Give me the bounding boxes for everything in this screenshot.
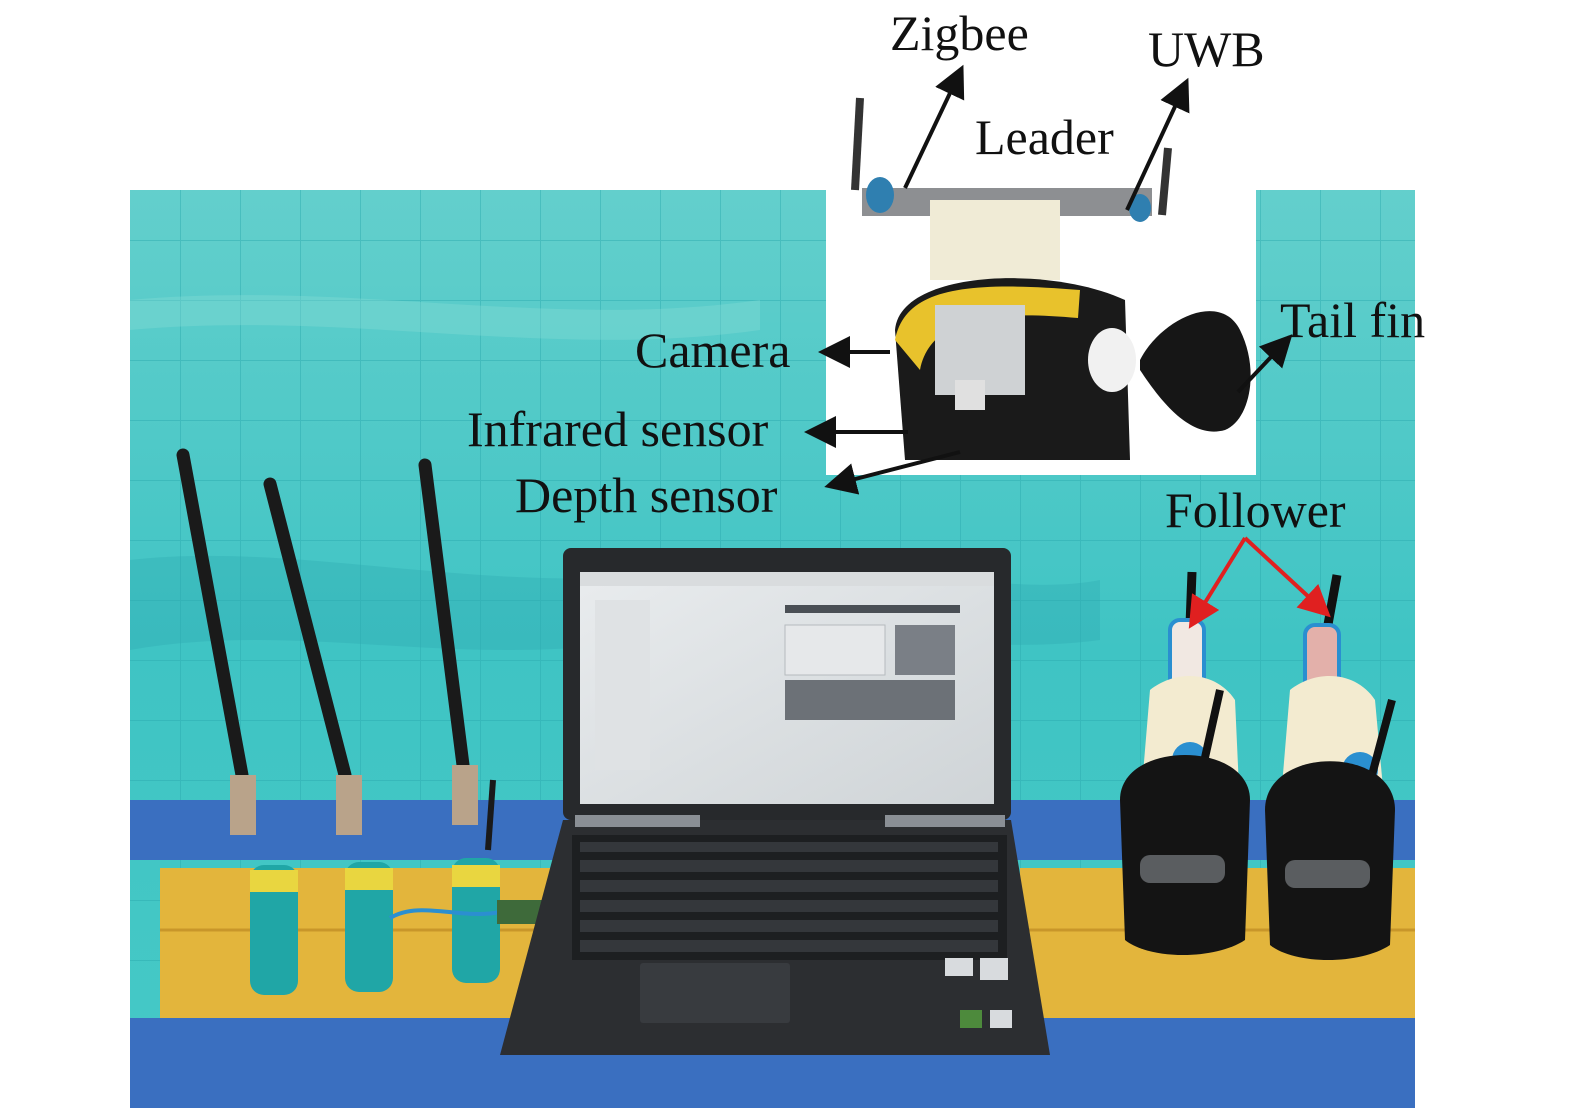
uwb-anchor [263, 477, 393, 992]
infrared-sensor-label: Infrared sensor [467, 401, 769, 457]
uwb-label: UWB [1148, 21, 1265, 77]
uwb-anchor [176, 448, 298, 995]
uwb-anchors [176, 448, 545, 995]
leader-label: Leader [975, 109, 1114, 165]
tail-fin-label: Tail fin [1280, 292, 1426, 348]
camera-label: Camera [635, 322, 791, 378]
screen-software-ui [580, 572, 994, 770]
follower-robot [1265, 574, 1396, 960]
keyboard-keys [580, 842, 998, 952]
follower-label: Follower [1165, 482, 1346, 538]
depth-sensor-label: Depth sensor [515, 467, 778, 523]
uwb-anchor [418, 458, 500, 983]
follower-robot [1120, 571, 1250, 955]
leader-robot [851, 97, 1251, 460]
zigbee-label: Zigbee [890, 5, 1029, 61]
follower-robots [1120, 571, 1396, 960]
laptop [500, 548, 1050, 1055]
leader-inset [826, 97, 1256, 475]
